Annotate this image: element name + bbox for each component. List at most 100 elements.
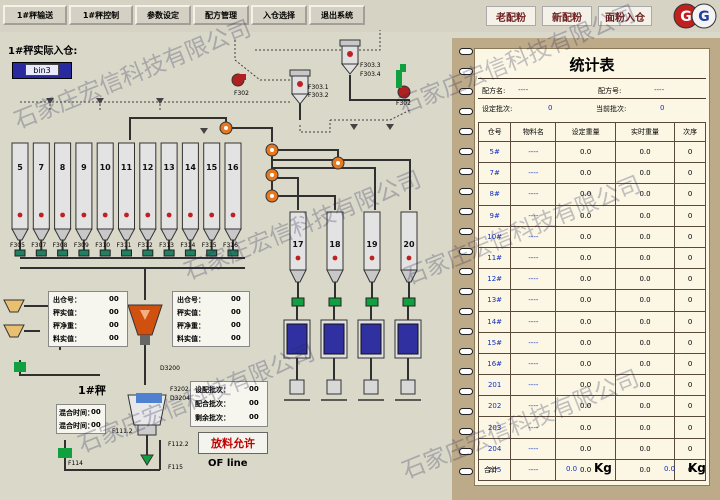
panel-mid-value-3: 00 [231, 334, 241, 342]
feeder-tag-F313: F313 [159, 242, 174, 249]
binder-ring [459, 148, 473, 155]
stats-cell-set: 0.0 [555, 310, 616, 333]
stats-cell-order: 0 [674, 374, 706, 397]
tab-exit-system[interactable]: 退出系统 [309, 5, 365, 25]
tab-scale-control[interactable]: 1#秤控制 [69, 5, 133, 25]
bin-18[interactable] [326, 211, 344, 298]
mix-time-value-1: 00 [91, 421, 101, 429]
bin-11[interactable] [117, 142, 136, 257]
bin-10[interactable] [96, 142, 115, 257]
col-header-set-weight: 设定重量 [555, 122, 616, 142]
bin-8[interactable] [53, 142, 72, 257]
stats-cell-name: ---- [510, 225, 557, 248]
bin-13[interactable] [160, 142, 178, 257]
binder-ring [459, 448, 473, 455]
stats-cell-name: ---- [510, 140, 557, 164]
bin-number-13: 13 [163, 163, 175, 172]
stats-cell-order: 0 [674, 395, 706, 418]
company-logo-icon: G G [673, 3, 717, 29]
stats-cell-name: ---- [510, 437, 557, 460]
old-mix-button[interactable]: 老配粉 [486, 6, 536, 26]
bin-5[interactable] [11, 142, 29, 257]
stats-cell-bin: 201 [477, 374, 512, 397]
binder-ring [459, 348, 473, 355]
stats-cell-order: 0 [674, 352, 706, 376]
set-batch-label: 设定批次: [482, 105, 513, 113]
stats-cell-set: 0.0 [555, 162, 616, 185]
actual-bin-field[interactable]: bin3 [25, 64, 59, 76]
tag-f114: F114 [68, 460, 83, 467]
stats-cell-bin: 11# [477, 246, 512, 270]
panel-mid-label-1: 秤实值： [177, 309, 205, 317]
process-diagram [3, 30, 422, 471]
stats-cell-bin: 204 [477, 437, 512, 460]
scale-info-panel-mid: 出仓号： 00 秤实值： 00 秤净重： 00 料实值： 00 [172, 291, 250, 347]
tag-f302-b: F302 [396, 100, 411, 107]
batch-value-0: 00 [249, 385, 259, 393]
tag-f303-2: F303.2 [308, 92, 329, 99]
tab-parameter-setting[interactable]: 参数设定 [135, 5, 191, 25]
stats-cell-name: ---- [510, 162, 557, 185]
formula-name-value: ---- [518, 86, 529, 94]
feeder-tag-F310: F310 [95, 242, 111, 249]
stats-cell-name: ---- [510, 416, 557, 439]
stats-cell-name: ---- [510, 352, 557, 376]
total-label: 合计 [484, 466, 498, 474]
tab-bin-selection[interactable]: 入仓选择 [251, 5, 307, 25]
bin-15[interactable] [202, 142, 221, 257]
panel-left-label-2: 秤净重： [53, 322, 81, 330]
binder-ring [459, 68, 473, 75]
release-allow-button[interactable]: 放料允许 [198, 432, 268, 454]
batch-value-2: 00 [249, 413, 259, 421]
bin-20[interactable] [400, 211, 418, 298]
stats-cell-bin: 205 [477, 458, 512, 482]
binder-ring [459, 168, 473, 175]
stats-cell-bin: 13# [477, 289, 512, 312]
stats-cell-real: 0.0 [614, 352, 676, 376]
tag-f3202: F3202 [170, 386, 189, 393]
packer-4 [394, 297, 422, 401]
tag-f303-1: F303.1 [308, 84, 329, 91]
stats-cell-real: 0.0 [614, 374, 676, 397]
stats-cell-set: 0.0 [555, 374, 616, 397]
bin-16[interactable] [224, 142, 242, 257]
binder-ring [459, 228, 473, 235]
tab-scale-conveying[interactable]: 1#秤输送 [3, 5, 67, 25]
bin-number-7: 7 [38, 163, 45, 172]
stats-cell-order: 0 [674, 183, 706, 206]
col-header-material: 物料名 [510, 122, 557, 142]
bin-9[interactable] [75, 142, 93, 257]
feeder-tag-F312: F312 [137, 242, 153, 249]
binder-ring [459, 48, 473, 55]
bin-7[interactable] [32, 142, 51, 257]
flour-binning-button[interactable]: 面粉入仓 [598, 6, 652, 26]
stats-cell-set: 0.0 [555, 289, 616, 312]
stats-cell-set: 0.0 [555, 416, 616, 439]
binder-ring [459, 368, 473, 375]
bin-14[interactable] [181, 142, 200, 257]
panel-left-label-3: 料实值： [53, 335, 81, 343]
tab-recipe-management[interactable]: 配方管理 [193, 5, 249, 25]
new-mix-button[interactable]: 新配粉 [542, 6, 592, 26]
panel-left-label-0: 出仓号： [53, 296, 81, 304]
stats-cell-set: 0.0 [555, 204, 616, 227]
bin-number-15: 15 [206, 163, 218, 172]
bin-19[interactable] [363, 211, 381, 298]
stats-cell-real: 0.0 [614, 331, 676, 354]
scale-in-label: 1#秤实际入仓: [8, 46, 78, 57]
stats-cell-order: 0 [674, 416, 706, 439]
stats-cell-set: 0.0 [555, 437, 616, 460]
binder-ring [459, 248, 473, 255]
bin-17[interactable] [289, 211, 307, 298]
packer-2 [320, 297, 348, 401]
bin-number-11: 11 [120, 163, 133, 172]
total-set-value: 0.0 [566, 465, 578, 473]
bin-12[interactable] [138, 142, 157, 257]
bin-number-20: 20 [403, 240, 415, 249]
stats-cell-name: ---- [510, 374, 557, 397]
